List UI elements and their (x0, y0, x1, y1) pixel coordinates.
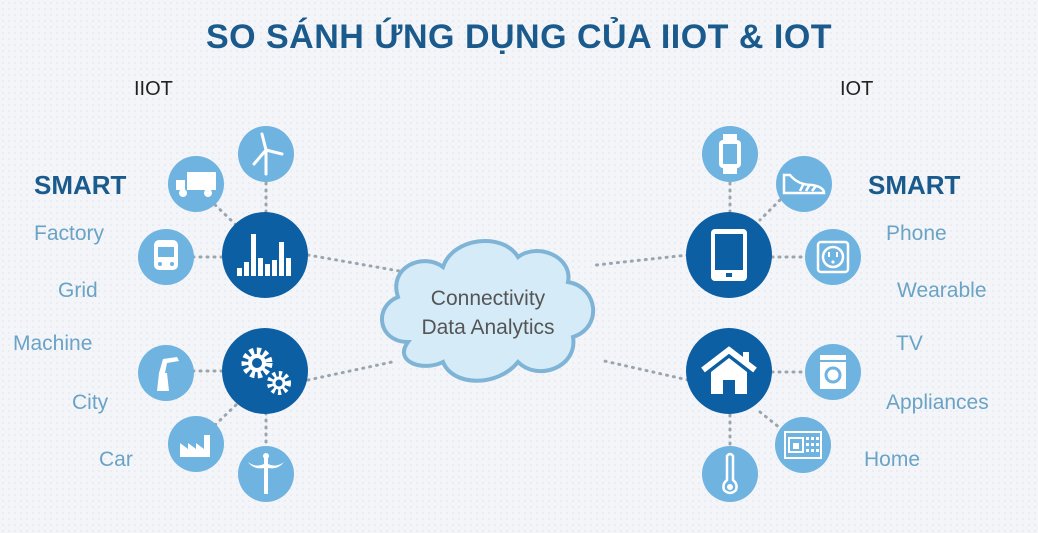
smartwatch-icon (702, 126, 758, 182)
iot-smart-label: SMART (868, 170, 961, 200)
iiot-item-factory: Factory (34, 222, 105, 245)
iiot-smart-label: SMART (34, 170, 127, 200)
iiot-item-grid: Grid (58, 279, 98, 302)
cloud-line-connectivity: Connectivity (430, 287, 546, 310)
tablet-icon (686, 212, 772, 298)
caduceus-icon (238, 446, 294, 502)
washing-machine-icon (805, 344, 861, 400)
iot-item-home: Home (864, 448, 921, 471)
train-icon (138, 229, 194, 285)
cloud-label: Connectivity Data Analytics (368, 284, 608, 342)
thermometer-icon (702, 446, 758, 502)
bar-chart-icon (222, 212, 308, 298)
wind-turbine-icon (238, 126, 294, 182)
house-icon (686, 328, 772, 414)
iiot-item-city: City (72, 391, 109, 414)
power-outlet-icon (805, 229, 861, 285)
page-title: SO SÁNH ỨNG DỤNG CỦA IIOT & IOT (205, 18, 833, 56)
iiot-item-machine: Machine (13, 332, 93, 355)
robot-arm-icon (138, 345, 194, 401)
iot-item-appliances: Appliances (886, 391, 989, 414)
security-panel-icon (775, 417, 831, 473)
iot-item-phone: Phone (886, 222, 947, 245)
iot-item-tv: TV (896, 332, 923, 355)
iot-heading: IOT (840, 78, 874, 100)
gears-icon (222, 328, 308, 414)
cloud-line-data-analytics: Data Analytics (421, 316, 555, 339)
factory-icon (168, 416, 224, 472)
truck-icon (168, 156, 224, 212)
iiot-heading: IIOT (134, 78, 173, 100)
sneaker-icon (776, 156, 832, 212)
iiot-item-car: Car (99, 448, 133, 471)
cloud-shape (380, 239, 596, 383)
iot-item-wearable: Wearable (897, 279, 987, 302)
